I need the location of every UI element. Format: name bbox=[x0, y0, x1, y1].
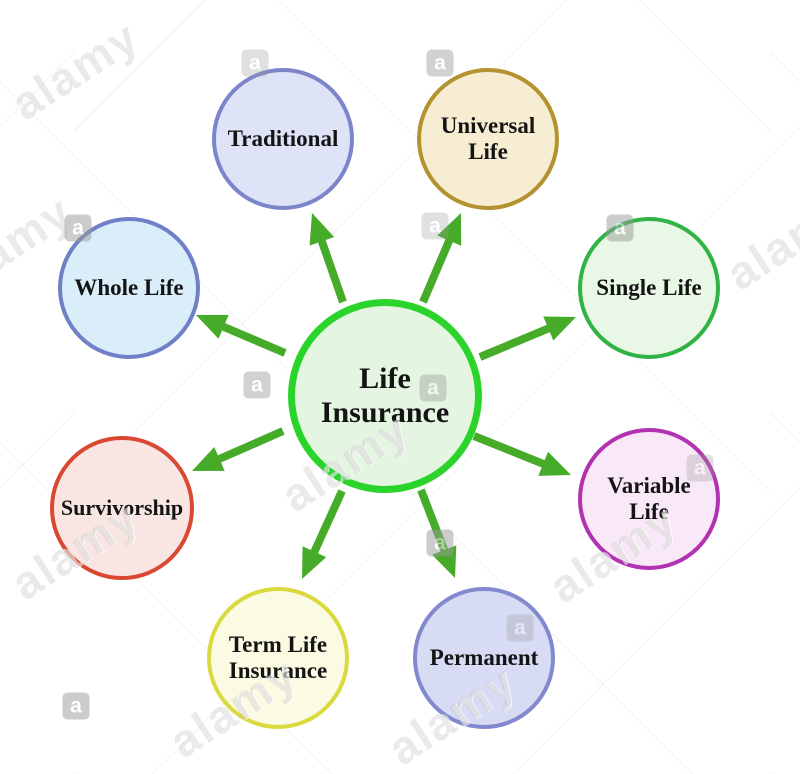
node-label-life-insurance: Life Insurance bbox=[320, 362, 450, 429]
node-circle-universal-life: Universal Life bbox=[417, 68, 559, 210]
node-label-single-life: Single Life bbox=[596, 275, 702, 301]
arrow-shaft-universal-life bbox=[419, 231, 457, 304]
arrow-shaft-traditional bbox=[315, 232, 347, 304]
node-circle-permanent: Permanent bbox=[413, 587, 555, 729]
arrow-head-whole-life bbox=[196, 314, 229, 339]
arrow-head-permanent bbox=[432, 545, 457, 578]
arrow-shaft-single-life bbox=[478, 321, 558, 361]
arrow-head-traditional bbox=[309, 213, 335, 246]
node-circle-term-life-insurance: Term Life Insurance bbox=[207, 587, 349, 729]
node-circle-single-life: Single Life bbox=[578, 217, 720, 359]
arrow-head-variable-life bbox=[538, 451, 571, 476]
arrow-shaft-survivorship bbox=[210, 427, 285, 466]
node-label-survivorship: Survivorship bbox=[60, 494, 184, 520]
node-label-permanent: Permanent bbox=[429, 645, 539, 671]
arrow-shaft-variable-life bbox=[472, 432, 553, 471]
node-label-variable-life: Variable Life bbox=[607, 473, 691, 524]
node-circle-survivorship: Survivorship bbox=[50, 436, 194, 580]
arrow-shaft-term-life-insurance bbox=[307, 489, 346, 561]
node-circle-traditional: Traditional bbox=[212, 68, 354, 210]
node-label-universal-life: Universal Life bbox=[440, 113, 536, 164]
arrow-shaft-permanent bbox=[417, 488, 451, 559]
arrow-shaft-whole-life bbox=[214, 319, 287, 357]
arrow-head-single-life bbox=[543, 316, 576, 341]
node-circle-variable-life: Variable Life bbox=[578, 428, 720, 570]
arrow-head-survivorship bbox=[192, 447, 225, 471]
node-circle-life-insurance: Life Insurance bbox=[288, 299, 482, 493]
node-label-whole-life: Whole Life bbox=[74, 275, 184, 301]
arrow-head-term-life-insurance bbox=[302, 546, 327, 579]
node-label-term-life-insurance: Term Life Insurance bbox=[228, 632, 328, 683]
arrow-head-universal-life bbox=[437, 213, 462, 246]
node-label-traditional: Traditional bbox=[227, 126, 339, 152]
